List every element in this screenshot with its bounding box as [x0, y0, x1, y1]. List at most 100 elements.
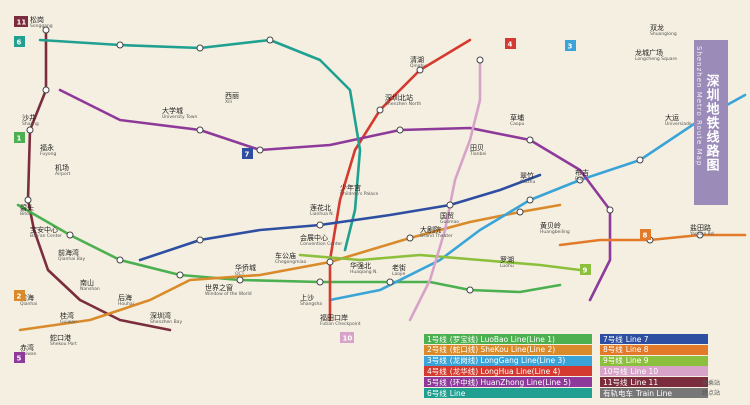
legend-line-name: Line — [449, 388, 466, 398]
legend-line-number: 4号线 — [427, 366, 447, 376]
line-badge — [340, 332, 354, 343]
legend-row: 3号线(龙岗线) LongGang Line(Line 3) — [424, 355, 592, 366]
station-label: 上沙 — [300, 293, 314, 302]
station-label: 福田口岸 — [320, 313, 348, 322]
station-label-en: Bitou — [20, 211, 32, 217]
station-label: 深圳湾 — [150, 311, 171, 320]
station-label-en: Chiwan — [20, 351, 37, 357]
station-label: 草埔 — [510, 113, 524, 122]
line-badge — [505, 38, 516, 49]
station-label-en: Shenzhen North — [385, 101, 421, 107]
station-label-en: University Town — [162, 114, 198, 120]
station-label: 南山 — [80, 278, 94, 287]
station-label: 清湖 — [410, 55, 424, 64]
station-label: 莲花北 — [310, 203, 331, 212]
station-label-en: Universiade — [665, 121, 692, 127]
station-label-en: Huangbeiling — [540, 229, 570, 235]
station-label-en: Shuanglong — [650, 31, 677, 37]
station-label: 深圳北站 — [385, 93, 413, 102]
legend-line-number: 6号线 — [427, 388, 447, 398]
station-label: 双龙 — [650, 23, 664, 32]
station-label-en: Tianbei — [469, 151, 486, 157]
station-label-en: Fuyong — [40, 151, 56, 157]
station-label: 蛇口港 — [50, 333, 71, 342]
line-badge-label: 4 — [508, 41, 513, 49]
line-badge — [242, 148, 253, 159]
station-label-en: Grand Theater — [420, 233, 453, 239]
station-label-en: Bao'an Center — [30, 233, 62, 239]
station-label: 黄贝岭 — [540, 221, 561, 230]
station-label-en: Children's Palace — [340, 191, 378, 197]
line-7-path — [138, 173, 542, 262]
station-label: 桂湾 — [60, 311, 74, 320]
station-label: 西丽 — [225, 92, 239, 100]
station-label-en: Futian Checkpoint — [320, 321, 361, 327]
station-label: 少年宫 — [340, 183, 361, 192]
station-label: 盐田路 — [690, 223, 711, 232]
legend-line-number: 5号线 — [427, 377, 447, 387]
station-label: 福永 — [40, 143, 54, 152]
station-label-en: Convention Center — [300, 241, 342, 247]
station-label: 碧头 — [20, 203, 34, 212]
station-label: 大剧院 — [420, 225, 441, 234]
station-label-en: Buji — [575, 176, 583, 182]
legend-line-number: 10号线 — [603, 366, 628, 376]
map-subtitle: Shenzhen Metro Route Map — [695, 46, 703, 167]
line-badge-label: 8 — [643, 232, 648, 240]
station-label: 大运 — [665, 113, 679, 122]
line-5-path — [58, 88, 612, 302]
line-badge — [565, 40, 576, 51]
legend-line-name: (罗宝线) LuoBao Line(Line 1) — [449, 334, 555, 344]
station-label: 华侨城 — [235, 263, 256, 272]
station-label-en: Shangsha — [300, 301, 322, 307]
legend-line-number: 3号线 — [427, 356, 447, 366]
station-label: 会展中心 — [300, 233, 328, 242]
line-badge-label: 11 — [17, 19, 27, 27]
line-badge-label: 6 — [17, 39, 22, 47]
station-label: 前海 — [20, 293, 34, 302]
legend-line-name: Train Line — [636, 388, 673, 398]
station-label-en: Luohu — [500, 263, 514, 269]
station-label: 大学城 — [162, 106, 183, 115]
map-title-text: 深圳地铁线路图 — [703, 73, 719, 172]
station-label-en: Chegongmiao — [275, 259, 306, 265]
line-badge-label: 1 — [17, 135, 22, 143]
station-label: 国贸 — [440, 211, 454, 220]
station-label: 车公庙 — [275, 251, 296, 260]
line-6-path — [38, 38, 362, 252]
legend-line-name: Line 11 — [630, 377, 659, 387]
station-label-en: Cuizhu — [520, 179, 535, 185]
station-label: 翠竹 — [520, 171, 534, 180]
legend-line-name: Line 8 — [625, 345, 649, 355]
legend-line-number: 8号线 — [603, 345, 623, 355]
line-badge — [14, 132, 25, 143]
station-label-en: Longcheng Square — [635, 56, 677, 62]
legend-line-name: (龙岗线) LongGang Line(Line 3) — [449, 356, 566, 366]
legend-line-name: (环中线) HuanZhong Line(Line 5) — [449, 377, 571, 387]
station-label-en: OCT — [235, 271, 245, 277]
station-label: 沙井 — [22, 113, 36, 122]
station-label-en: Guomao — [440, 219, 459, 225]
station-label-en: Yantian Rd — [689, 231, 714, 237]
station-label: 松岗 — [30, 15, 44, 24]
line-2-path — [18, 203, 562, 332]
line-badge-label: 9 — [583, 267, 588, 275]
legend-row: 1号线(罗宝线) LuoBao Line(Line 1) — [424, 334, 592, 344]
legend-line-number: 2号线 — [427, 345, 447, 355]
station-label-en: Guiwan — [60, 319, 77, 325]
legend-symbol-transfer: 换乘站 — [702, 380, 721, 387]
station-label: 前海湾 — [58, 248, 79, 257]
legend-line-name: Line 7 — [625, 334, 649, 344]
station-label-en: Qianhai Bay — [58, 256, 86, 262]
station-label-en: Lianhua N. — [310, 211, 334, 217]
station-label-en: Shenzhen Bay — [150, 319, 182, 325]
station-label-en: Laojie — [392, 271, 406, 277]
station-label-en: Airport — [55, 171, 71, 177]
legend-line-number: 11号线 — [603, 377, 628, 387]
